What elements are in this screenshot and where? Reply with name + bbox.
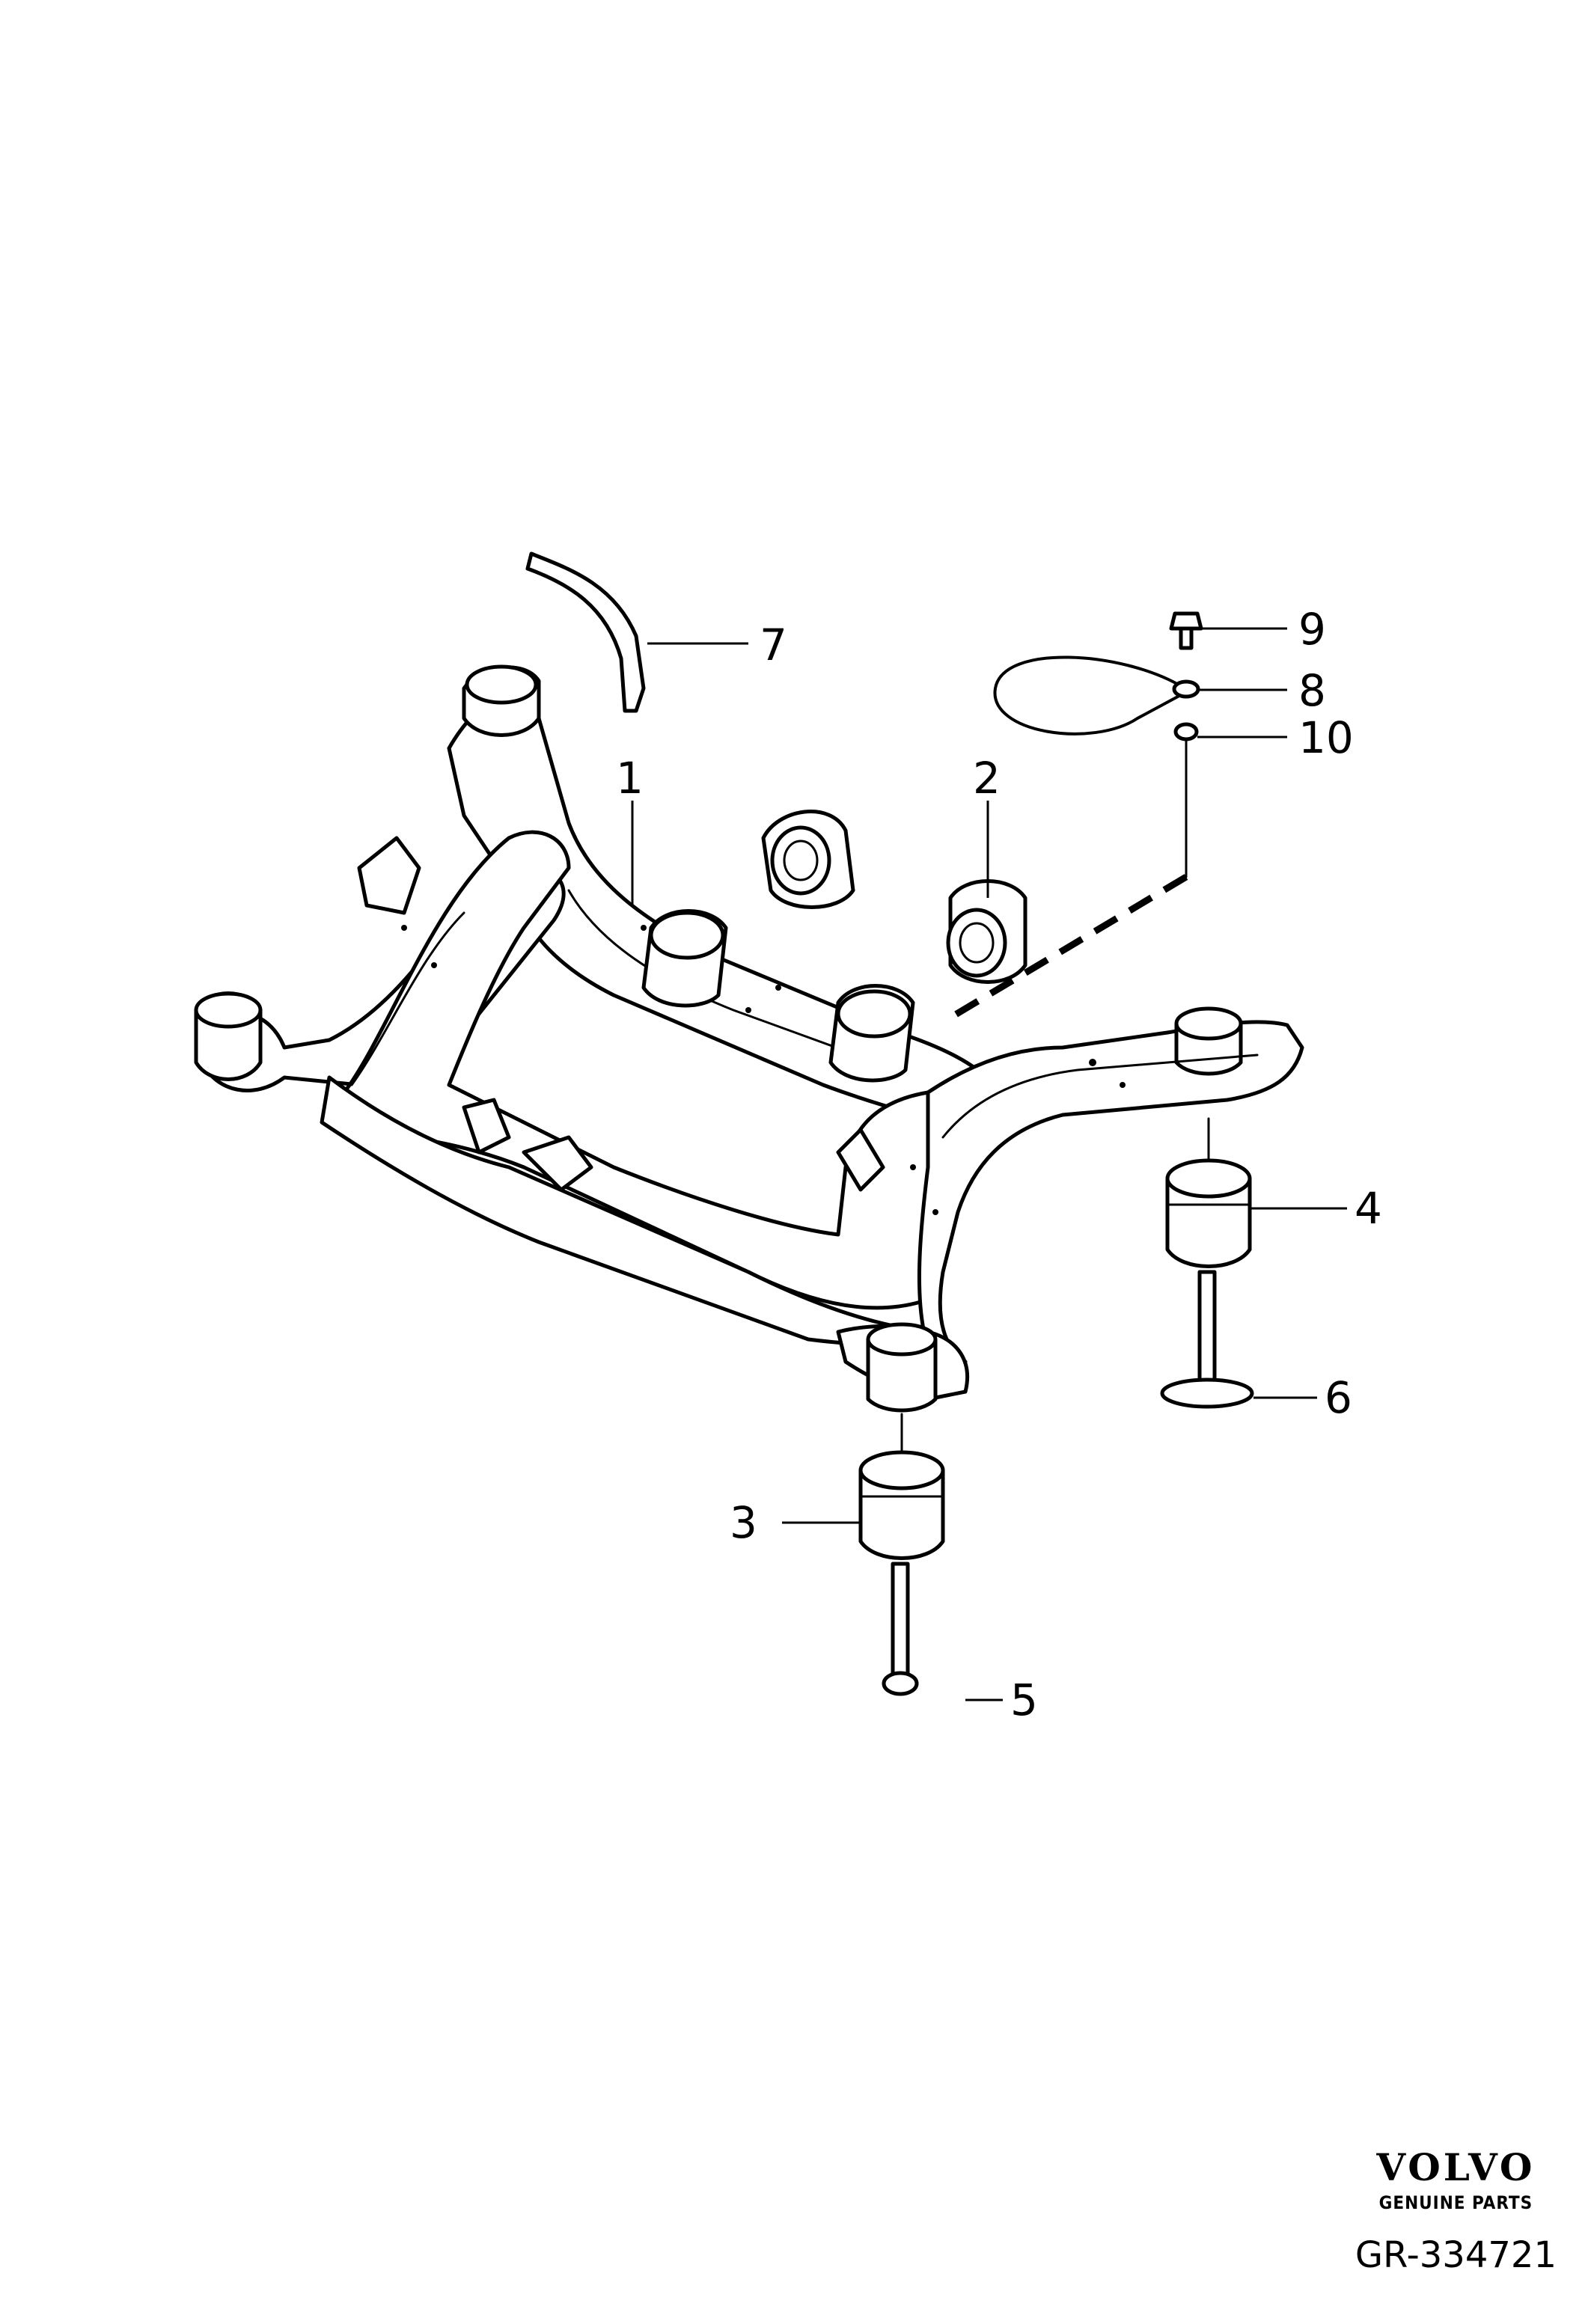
diagram-reference: GR-334721 (1355, 2234, 1557, 2276)
brand-block: VOLVO GENUINE PARTS GR-334721 (1355, 2145, 1557, 2277)
bolt (1169, 611, 1203, 650)
dashed-assembly-line (948, 874, 1188, 1021)
cable-strap (993, 655, 1200, 736)
callout-4: 4 (1355, 1183, 1382, 1234)
front-mount-bushing (858, 1413, 945, 1560)
callout-5: 5 (1010, 1675, 1038, 1725)
bushing-pair-a (641, 810, 855, 1008)
callout-10: 10 (1298, 712, 1354, 763)
nut (1173, 722, 1199, 741)
callout-2: 2 (973, 753, 1001, 804)
leader-lines (631, 627, 1347, 1701)
callout-1: 1 (616, 753, 644, 804)
subframe (194, 664, 1304, 1413)
callout-8: 8 (1298, 665, 1326, 716)
rear-mount-bolt (1160, 1270, 1254, 1409)
callout-7: 7 (760, 620, 787, 670)
volvo-logo: VOLVO (1376, 2145, 1536, 2189)
front-mount-bolt (882, 1562, 919, 1696)
callout-6: 6 (1325, 1372, 1352, 1423)
callout-9: 9 (1298, 604, 1326, 655)
bushing-pair-b (828, 879, 1027, 1083)
callout-3: 3 (730, 1497, 757, 1548)
rear-mount-bushing (1165, 1117, 1252, 1268)
hose (525, 551, 646, 713)
genuine-parts-label: GENUINE PARTS (1378, 2192, 1533, 2213)
